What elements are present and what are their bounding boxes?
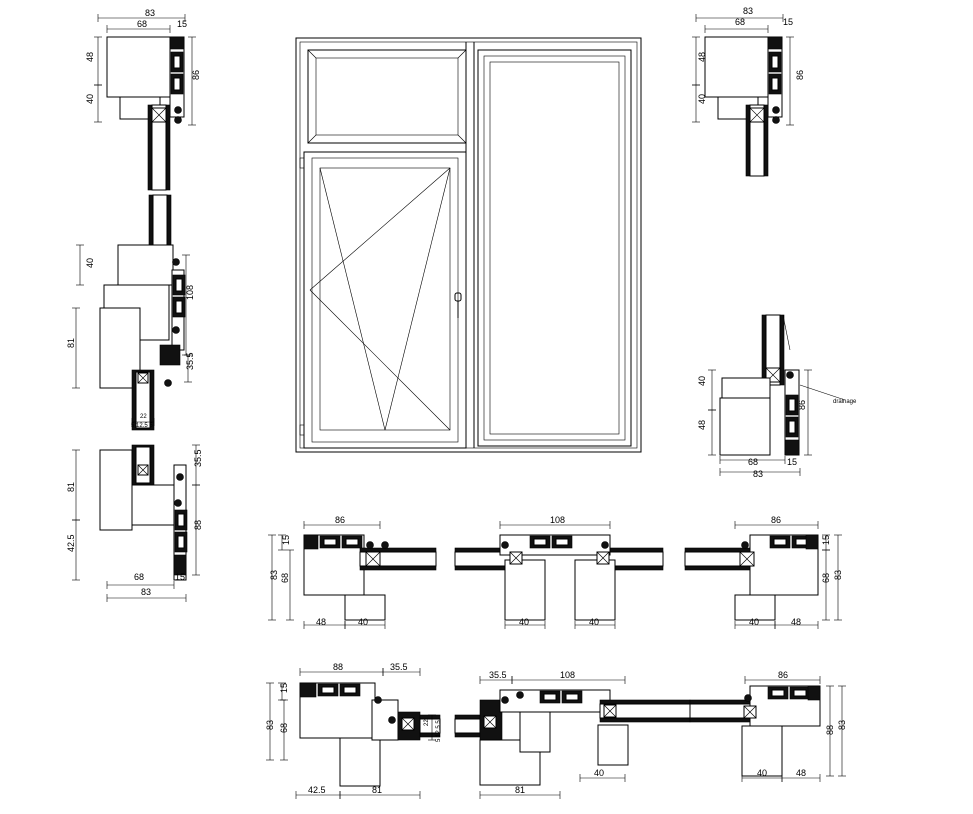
dimension-label: 86: [771, 515, 781, 525]
dimension-label: 40: [594, 768, 604, 778]
section-profiles: [72, 14, 846, 799]
dimension-label: 40: [519, 617, 529, 627]
dimension-label: 86: [335, 515, 345, 525]
top-left-head-section: [94, 14, 196, 191]
dimension-label: 86: [778, 670, 788, 680]
hinge-icon: [299, 424, 305, 436]
dimension-label: 108: [560, 670, 575, 680]
dimension-label: 83: [145, 8, 155, 18]
dimension-label: 81: [66, 482, 76, 492]
dimension-label: 83: [265, 720, 275, 730]
dimension-label: 86: [797, 400, 807, 410]
handle-icon: [454, 292, 462, 318]
dimension-label: 108: [550, 515, 565, 525]
dimension-label: 48: [791, 617, 801, 627]
row1-right-jamb-section: [684, 521, 842, 629]
dimension-label: 48: [697, 52, 707, 62]
left-mullion-section: [72, 194, 200, 602]
dimension-label: drainage: [833, 399, 857, 405]
dimension-label: 48: [316, 617, 326, 627]
dimension-label: 40: [85, 94, 95, 104]
dimension-label: 88: [333, 662, 343, 672]
dimension-label: 35.5: [185, 352, 195, 370]
dimension-label: 40: [749, 617, 759, 627]
tilt-turn-sash: [303, 151, 467, 449]
dimension-label: 35.5: [193, 449, 203, 467]
dimension-label: 83: [743, 6, 753, 16]
row1-left-jamb-section: [268, 521, 437, 629]
dimension-label: 15: [177, 19, 187, 29]
dimension-label: 15: [787, 457, 797, 467]
dimension-label: 5 12.5 5: [131, 423, 153, 429]
dimension-label: 83: [833, 570, 843, 580]
dimension-label: 68: [735, 17, 745, 27]
dimension-label: 81: [515, 785, 525, 795]
dimension-label: 22: [424, 719, 430, 726]
dimension-label: 35.5: [390, 662, 408, 672]
dimension-label: 40: [757, 768, 767, 778]
right-sill-section: [708, 314, 846, 476]
hinge-icon: [299, 157, 305, 169]
dimension-label: 22: [140, 414, 147, 420]
dimension-label: 42.5: [308, 785, 326, 795]
dimension-label: 88: [825, 725, 835, 735]
dimension-label: 86: [795, 70, 805, 80]
top-right-head-section: [692, 14, 794, 177]
dimension-label: 15: [279, 683, 289, 693]
dimension-label: 40: [85, 258, 95, 268]
dimension-label: 40: [358, 617, 368, 627]
dimension-label: 40: [697, 376, 707, 386]
dimension-label: 68: [279, 723, 289, 733]
dimension-label: 5 12.5 5: [436, 720, 442, 742]
dimension-label: 68: [137, 19, 147, 29]
row2-left-jamb-section: [266, 668, 441, 799]
dimension-label: 48: [697, 420, 707, 430]
window-elevation: [295, 37, 642, 453]
dimension-label: 68: [134, 572, 144, 582]
dimension-label: 15: [783, 17, 793, 27]
fixed-pane: [477, 49, 632, 447]
dimension-label: 35.5: [489, 670, 507, 680]
dimension-label: 81: [66, 338, 76, 348]
dimension-label: 83: [753, 469, 763, 479]
dimension-label: 15: [281, 535, 291, 545]
dimension-label: 83: [269, 570, 279, 580]
dimension-label: 68: [280, 573, 290, 583]
dimension-label: 68: [748, 457, 758, 467]
row1-mullion-section: [454, 521, 664, 629]
dimension-label: 81: [372, 785, 382, 795]
dimension-label: 40: [589, 617, 599, 627]
dimension-label: 15: [175, 572, 185, 582]
row2-right-jamb-section: [689, 676, 846, 782]
dimension-label: 48: [85, 52, 95, 62]
dimension-label: 88: [193, 520, 203, 530]
dimension-label: 108: [185, 285, 195, 300]
row2-mullion-section: [454, 676, 691, 799]
dimension-label: 48: [796, 768, 806, 778]
dimension-label: 83: [837, 720, 847, 730]
dimension-label: 40: [697, 94, 707, 104]
dimension-label: 42.5: [66, 534, 76, 552]
dimension-label: 68: [821, 573, 831, 583]
dimension-label: 15: [821, 535, 831, 545]
dimension-label: 86: [191, 70, 201, 80]
dimension-label: 83: [141, 587, 151, 597]
transom-pane: [307, 49, 467, 144]
